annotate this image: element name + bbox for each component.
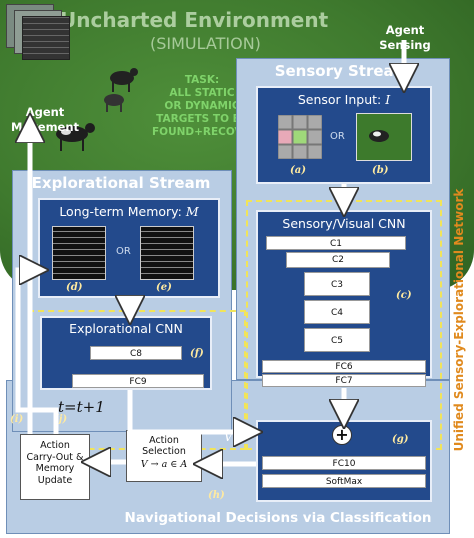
layer-c5: C5 (304, 328, 370, 352)
memory-grid-e (140, 226, 194, 280)
label-h: (h) (208, 490, 225, 501)
label-e: (e) (156, 282, 172, 293)
layer-c3: C3 (304, 272, 370, 296)
cow-illustration (104, 68, 138, 112)
long-term-memory-title: Long-term Memory: M (59, 204, 199, 219)
environment-subtitle: (SIMULATION) (150, 34, 261, 53)
label-f: (f) (190, 348, 204, 359)
layer-fc7: FC7 (262, 374, 426, 387)
sensor-grid-3x3 (278, 115, 322, 159)
explorational-stream-title: Explorational Stream (31, 174, 211, 192)
memory-or-text: OR (116, 246, 131, 257)
label-g: (g) (392, 434, 409, 445)
sensory-cnn-title: Sensory/Visual CNN (282, 216, 406, 231)
label-j: (j) (54, 414, 68, 425)
label-b: (b) (372, 165, 389, 176)
action-selection-box: Action Selection V → a ∈ A (126, 430, 202, 482)
sensor-or-text: OR (330, 131, 345, 142)
sensor-input-title: Sensor Input: I (297, 92, 391, 107)
layer-c1: C1 (266, 236, 406, 250)
environment-title: Uncharted Environment (60, 8, 329, 32)
cow-illustration (56, 123, 95, 151)
sensory-stream-title: Sensory Stream (274, 62, 410, 80)
layer-c4: C4 (304, 300, 370, 324)
action-selection-label: Action Selection (142, 435, 186, 457)
v-symbol: V (224, 430, 233, 444)
layer-c2: C2 (286, 252, 390, 268)
sensor-image-thumbnail (356, 113, 412, 161)
memory-grid-d (52, 226, 106, 280)
world-grid-tile (22, 16, 70, 60)
layer-fc10: FC10 (262, 456, 426, 470)
action-formula: V → a ∈ A (140, 459, 188, 470)
time-update-label: t=t+1 (58, 398, 105, 416)
layer-fc9: FC9 (72, 374, 204, 388)
explorational-cnn-title: Explorational CNN (69, 321, 183, 336)
combine-icon: + (332, 425, 352, 445)
layer-c8: C8 (90, 346, 182, 360)
label-a: (a) (290, 165, 306, 176)
navigation-title: Navigational Decisions via Classificatio… (124, 510, 432, 526)
action-carryout-box: Action Carry-Out & Memory Update (20, 434, 90, 500)
layer-fc6: FC6 (262, 360, 426, 373)
label-c: (c) (396, 290, 412, 301)
label-i: (i) (10, 414, 24, 425)
label-d: (d) (66, 282, 83, 293)
layer-softmax: SoftMax (262, 474, 426, 488)
